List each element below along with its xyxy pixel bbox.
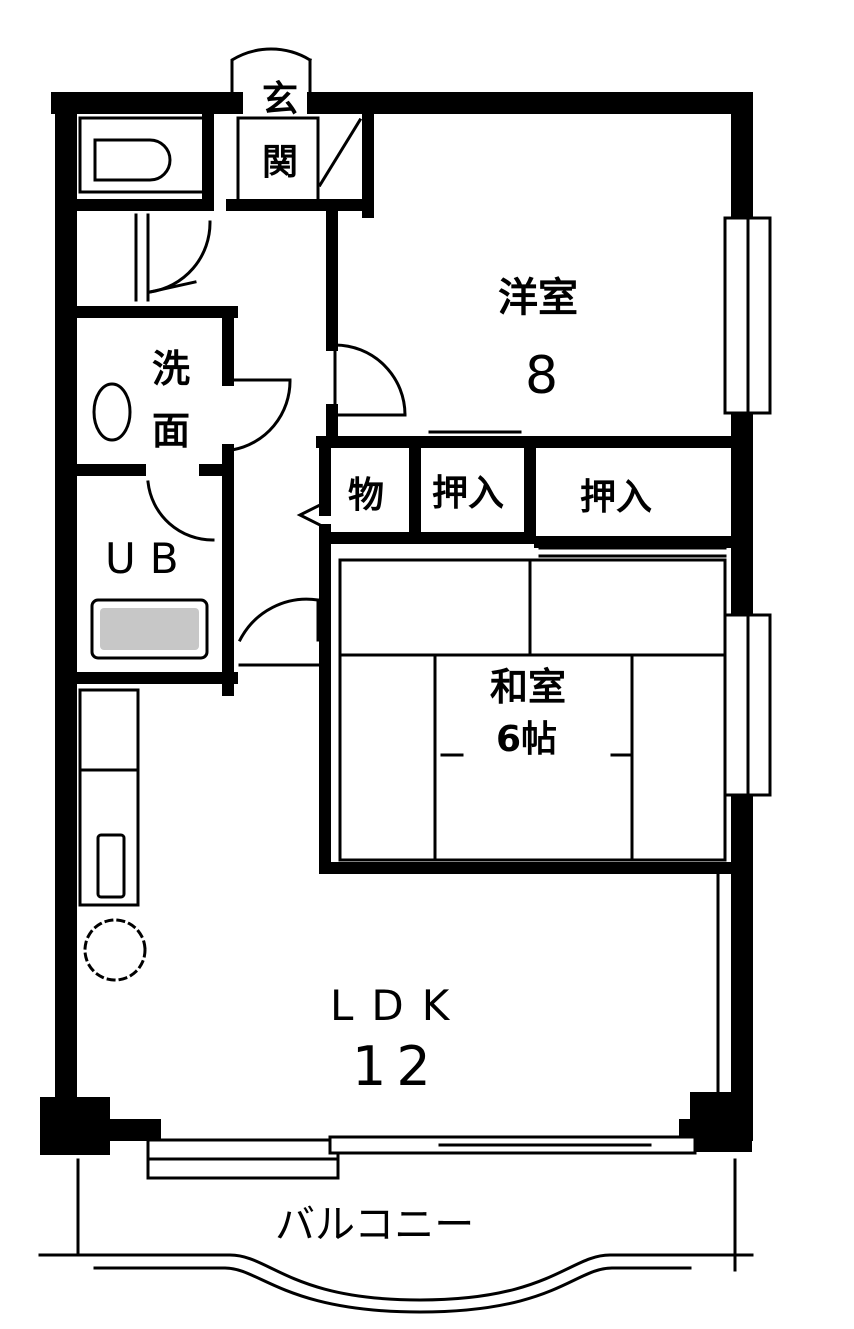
japanese-room-size: 6帖 [496,719,558,760]
unit-bath-label: UB [105,534,193,583]
doors [83,47,407,982]
closet-2-label: 押入 [580,477,653,518]
japanese-room-label: 和室 [490,665,567,709]
thin-lines [38,116,754,1314]
washroom-label-line1: 洗 [152,347,191,391]
ldk-label: LDK [330,981,468,1030]
column-sw [40,1097,110,1155]
column-se [690,1092,752,1152]
balcony-label: バルコニー [275,1202,475,1248]
bathtub-texture [100,608,199,650]
ldk-size: 12 [352,1035,441,1098]
western-room-label: 洋室 [498,275,578,321]
entrance-label-line1: 玄 [262,79,299,120]
western-room-size: 8 [525,346,559,406]
closet-1-label: 押入 [432,473,505,514]
windows [146,216,772,1180]
storage-label: 物 [348,475,385,516]
entrance-label-line2: 関 [262,142,299,183]
washroom-label-line2: 面 [152,409,191,453]
